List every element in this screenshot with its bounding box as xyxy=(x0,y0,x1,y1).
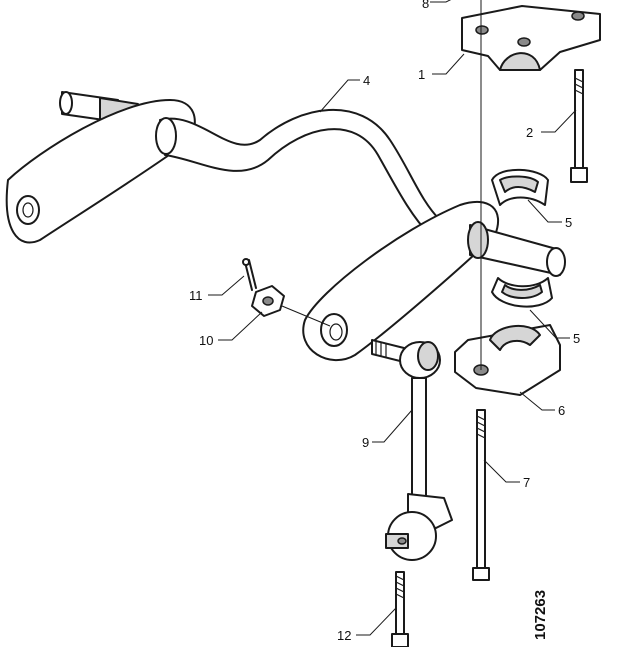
leader-2 xyxy=(541,109,577,133)
right-arm-eye xyxy=(320,313,348,347)
bolt-7-thread xyxy=(476,415,486,439)
link-rod-lower-hole xyxy=(397,537,407,545)
callout-12: 12 xyxy=(337,628,351,643)
leader-10 xyxy=(218,311,263,341)
leader-11 xyxy=(208,275,245,296)
bolt-2-thread xyxy=(574,77,584,95)
leader-8 xyxy=(430,0,452,3)
bolt-12-shank xyxy=(395,571,405,637)
castle-nut xyxy=(251,285,285,317)
callout-10: 10 xyxy=(199,333,213,348)
lower-bracket-saddle xyxy=(489,324,541,351)
right-shaft-end xyxy=(546,247,566,277)
leader-4 xyxy=(319,79,360,113)
castle-nut-bore xyxy=(262,296,274,306)
upper-bracket-body xyxy=(461,5,601,71)
right-shaft-collar xyxy=(467,221,489,259)
upper-bracket-hole-mid xyxy=(517,37,531,47)
link-rod-stud-thread xyxy=(375,342,387,357)
bolt-7 xyxy=(472,409,490,581)
leader-9 xyxy=(372,409,413,443)
callout-4: 4 xyxy=(363,73,370,88)
stabilizer-bar xyxy=(5,91,566,361)
nut-axis xyxy=(281,305,331,327)
leader-5-upper xyxy=(527,199,562,223)
callout-8: 8 xyxy=(422,0,429,11)
leader-1 xyxy=(432,53,465,75)
link-rod-upper-socket xyxy=(417,341,439,371)
bolt-2-head xyxy=(570,167,588,183)
left-arm-eye xyxy=(16,195,40,225)
right-arm-eye-hole xyxy=(329,323,343,341)
torsion-bar xyxy=(159,108,441,236)
left-arm-eye-hole xyxy=(22,202,34,218)
cotter-pin-legs xyxy=(244,259,257,291)
leader-12 xyxy=(356,607,397,636)
bolt-12-head xyxy=(391,633,409,647)
leader-lines xyxy=(208,0,577,636)
upper-bracket-saddle xyxy=(499,52,541,71)
leader-6 xyxy=(519,391,555,411)
callout-6: 6 xyxy=(558,403,565,418)
callout-11: 11 xyxy=(189,288,203,303)
cotter-pin xyxy=(242,258,257,291)
bolt-7-head xyxy=(472,567,490,581)
callout-5-upper: 5 xyxy=(565,215,572,230)
figure-number: 107263 xyxy=(532,590,549,640)
bushing-lower xyxy=(491,277,553,308)
callout-9: 9 xyxy=(362,435,369,450)
bolt-12-thread xyxy=(395,575,405,599)
leader-7 xyxy=(483,459,520,483)
lower-bracket xyxy=(454,324,561,396)
upper-bracket xyxy=(461,5,601,71)
link-rod-shaft xyxy=(411,377,427,509)
bolt-2 xyxy=(570,69,588,183)
callout-5-lower: 5 xyxy=(573,331,580,346)
upper-bracket-hole-right xyxy=(571,11,585,21)
cotter-pin-head xyxy=(242,258,250,266)
leader-5-lower xyxy=(529,309,570,339)
callout-1: 1 xyxy=(418,67,425,82)
bushing-upper xyxy=(491,168,549,206)
callout-7: 7 xyxy=(523,475,530,490)
left-shaft-end xyxy=(59,91,73,115)
callouts: 8 1 2 4 5 5 6 7 9 10 11 12 xyxy=(189,0,580,643)
bar-bend-left xyxy=(155,117,177,155)
bolt-12 xyxy=(391,571,409,647)
bushing-upper-inner xyxy=(499,175,539,193)
upper-bracket-hole-left xyxy=(475,25,489,35)
bushing-lower-inner xyxy=(501,284,543,299)
callout-2: 2 xyxy=(526,125,533,140)
link-rod xyxy=(371,339,453,561)
